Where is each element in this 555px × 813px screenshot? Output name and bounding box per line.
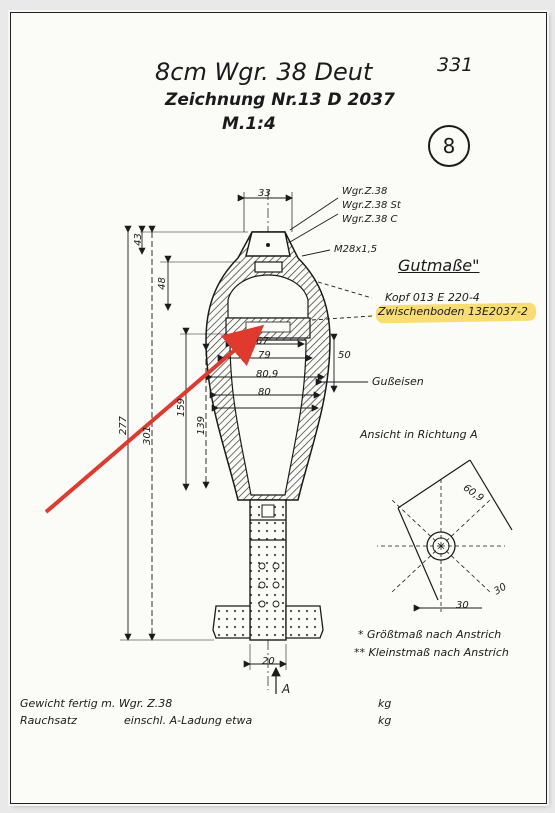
legend-min: ** Kleinstmaß nach Anstrich: [354, 646, 509, 659]
view-a-drawing: [377, 459, 513, 612]
circled-number: 8: [428, 125, 470, 167]
head-cavity: [227, 274, 309, 319]
red-pointer-arrow: [44, 324, 265, 514]
label-intermediate-base: Zwischenboden 13E2037-2: [378, 305, 528, 318]
dim-277: 277: [118, 415, 130, 436]
dim-301: 301: [142, 425, 154, 446]
dim-48: 48: [156, 277, 168, 290]
dim-139: 139: [196, 415, 208, 436]
footer-smoke-detail: einschl. A-Ladung etwa: [124, 714, 253, 727]
footer-smoke-label: Rauchsatz: [20, 714, 77, 727]
footer-smoke-unit: kg: [378, 714, 392, 727]
page-number: 331: [437, 54, 474, 76]
label-head: Kopf 013 E 220-4: [385, 291, 480, 304]
label-good-dims: Gutmaße": [398, 256, 480, 275]
label-thread: M28x1,5: [334, 244, 378, 255]
tail-tube: [249, 499, 287, 641]
legend-max: * Größtmaß nach Anstrich: [358, 628, 502, 641]
dim-top-width: 33: [258, 188, 271, 199]
drawing-scale: M.1:4: [222, 114, 276, 134]
dim-tail-width: 20: [262, 656, 275, 667]
label-fuze-2: Wgr.Z.38 St: [342, 200, 401, 211]
dim-80-9: 80,9: [256, 369, 279, 380]
label-fuze-3: Wgr.Z.38 C: [342, 214, 398, 225]
dim-159: 159: [176, 397, 188, 418]
dim-67: 67: [256, 336, 269, 347]
drawing-title: 8cm Wgr. 38 Deut: [155, 58, 373, 86]
dim-angle-1: 30: [456, 600, 469, 611]
view-arrow-a-label: A: [282, 682, 291, 696]
footer-weight-label: Gewicht fertig m. Wgr. Z.38: [20, 697, 173, 710]
tail-fin-left: [212, 605, 251, 639]
dim-79: 79: [258, 350, 271, 361]
dim-50: 50: [338, 350, 351, 361]
dim-43: 43: [132, 233, 144, 246]
drawing-number: Zeichnung Nr.13 D 2037: [165, 90, 395, 110]
label-view-a: Ansicht in Richtung A: [360, 428, 478, 441]
tail-fin-right: [285, 605, 324, 639]
label-cast-iron: Gußeisen: [372, 375, 424, 388]
label-fuze-1: Wgr.Z.38: [342, 186, 388, 197]
footer-weight-unit: kg: [378, 697, 392, 710]
tail-holes: [258, 562, 280, 608]
dim-80: 80: [258, 387, 271, 398]
